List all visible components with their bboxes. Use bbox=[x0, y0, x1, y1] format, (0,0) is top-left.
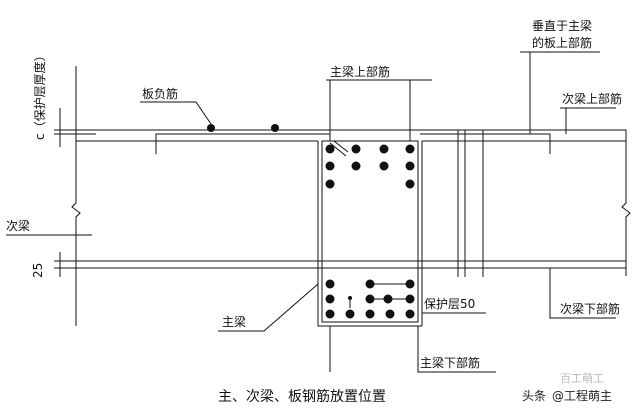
rebar-dot bbox=[325, 294, 335, 304]
perp-slab-top-rebar-line bbox=[420, 133, 551, 154]
watermark-handle: @工程萌主 bbox=[552, 388, 612, 403]
rebar-dot bbox=[207, 124, 215, 132]
stirrup-hook-a bbox=[329, 142, 347, 157]
rebar-dot bbox=[379, 161, 389, 171]
rebar-dot bbox=[379, 144, 389, 154]
right-break-symbol bbox=[621, 130, 631, 276]
rebar-dot bbox=[351, 161, 361, 171]
secondary-beam-bottom-bar-label: 次梁下部筋 bbox=[560, 301, 620, 316]
rebar-dot bbox=[405, 161, 415, 171]
secondary-beam-label: 次梁 bbox=[6, 218, 30, 233]
rebar-dot bbox=[365, 309, 375, 319]
leader-slab-negative-bar bbox=[140, 101, 212, 125]
main-beam-stirrup bbox=[321, 140, 419, 323]
stirrup-hook-b bbox=[333, 140, 349, 153]
watermark-faint: 百工萌工 bbox=[560, 371, 604, 385]
slab-negative-rebar-line bbox=[155, 133, 330, 154]
slab-negative-bar-label: 板负筋 bbox=[142, 86, 178, 101]
cover-thickness-label: c（保护层厚度） bbox=[32, 49, 47, 140]
main-beam-bottom-bar-label: 主梁下部筋 bbox=[420, 355, 480, 370]
perp-slab-top-label-line1: 垂直于主梁 bbox=[532, 18, 592, 33]
rebar-dot bbox=[385, 309, 395, 319]
leader-main-beam-bottom-bar bbox=[417, 326, 496, 373]
rebar-dot bbox=[325, 179, 335, 189]
rebar-dot bbox=[405, 179, 415, 189]
figure-caption: 主、次梁、板钢筋放置位置 bbox=[218, 388, 386, 405]
rebar-dot bbox=[271, 124, 279, 132]
rebar-dot bbox=[325, 309, 335, 319]
watermark-prefix: 头条 bbox=[522, 389, 546, 403]
rebar-dot bbox=[345, 309, 355, 319]
main-beam-label: 主梁 bbox=[222, 314, 246, 329]
leader-secondary-bottom-bar bbox=[549, 268, 616, 319]
main-beam-top-bar-label: 主梁上部筋 bbox=[330, 64, 390, 79]
rebar-dot bbox=[351, 144, 361, 154]
rebar-dot bbox=[405, 144, 415, 154]
dim-25-label: 25 bbox=[31, 263, 45, 278]
left-break-symbol bbox=[71, 66, 81, 326]
rebar-dot bbox=[325, 279, 335, 289]
cover-50-label: 保护层50 bbox=[424, 297, 475, 311]
rebar-dot bbox=[405, 309, 415, 319]
rebar-dot bbox=[325, 144, 335, 154]
perp-slab-top-label-line2: 的板上部筋 bbox=[532, 35, 592, 50]
rebar-dot bbox=[325, 161, 335, 171]
leader-main-beam bbox=[218, 283, 319, 332]
secondary-beam-top-bar-label: 次梁上部筋 bbox=[562, 91, 622, 106]
